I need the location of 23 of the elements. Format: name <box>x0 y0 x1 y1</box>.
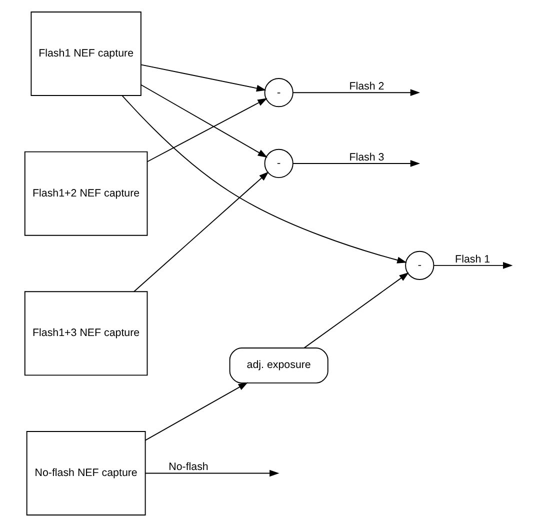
edge-label: No-flash <box>168 461 208 474</box>
arrow <box>140 64 266 92</box>
edge-label: Flash 2 <box>349 80 384 92</box>
edge-label: Flash 1 <box>455 253 490 266</box>
node-circle: - <box>405 250 434 280</box>
node-circle: - <box>264 148 294 178</box>
arrow <box>144 470 280 477</box>
arrow <box>133 172 269 292</box>
node-box: Flash1+2 NEF capture <box>24 151 148 236</box>
arrow <box>292 160 420 167</box>
arrow <box>434 262 513 269</box>
arrow <box>140 84 268 158</box>
arrow <box>122 95 407 264</box>
arrow <box>146 98 268 162</box>
arrow <box>304 272 409 348</box>
edge-label: Flash 3 <box>349 151 384 164</box>
arrow <box>292 89 420 96</box>
node-box: No-flash NEF capture <box>26 431 146 516</box>
node-circle: - <box>264 78 294 108</box>
node-box: Flash1 NEF capture <box>30 12 142 96</box>
arrow <box>144 382 248 441</box>
node-box: adj. exposure <box>229 348 328 384</box>
node-box: Flash1+3 NEF capture <box>24 291 148 376</box>
